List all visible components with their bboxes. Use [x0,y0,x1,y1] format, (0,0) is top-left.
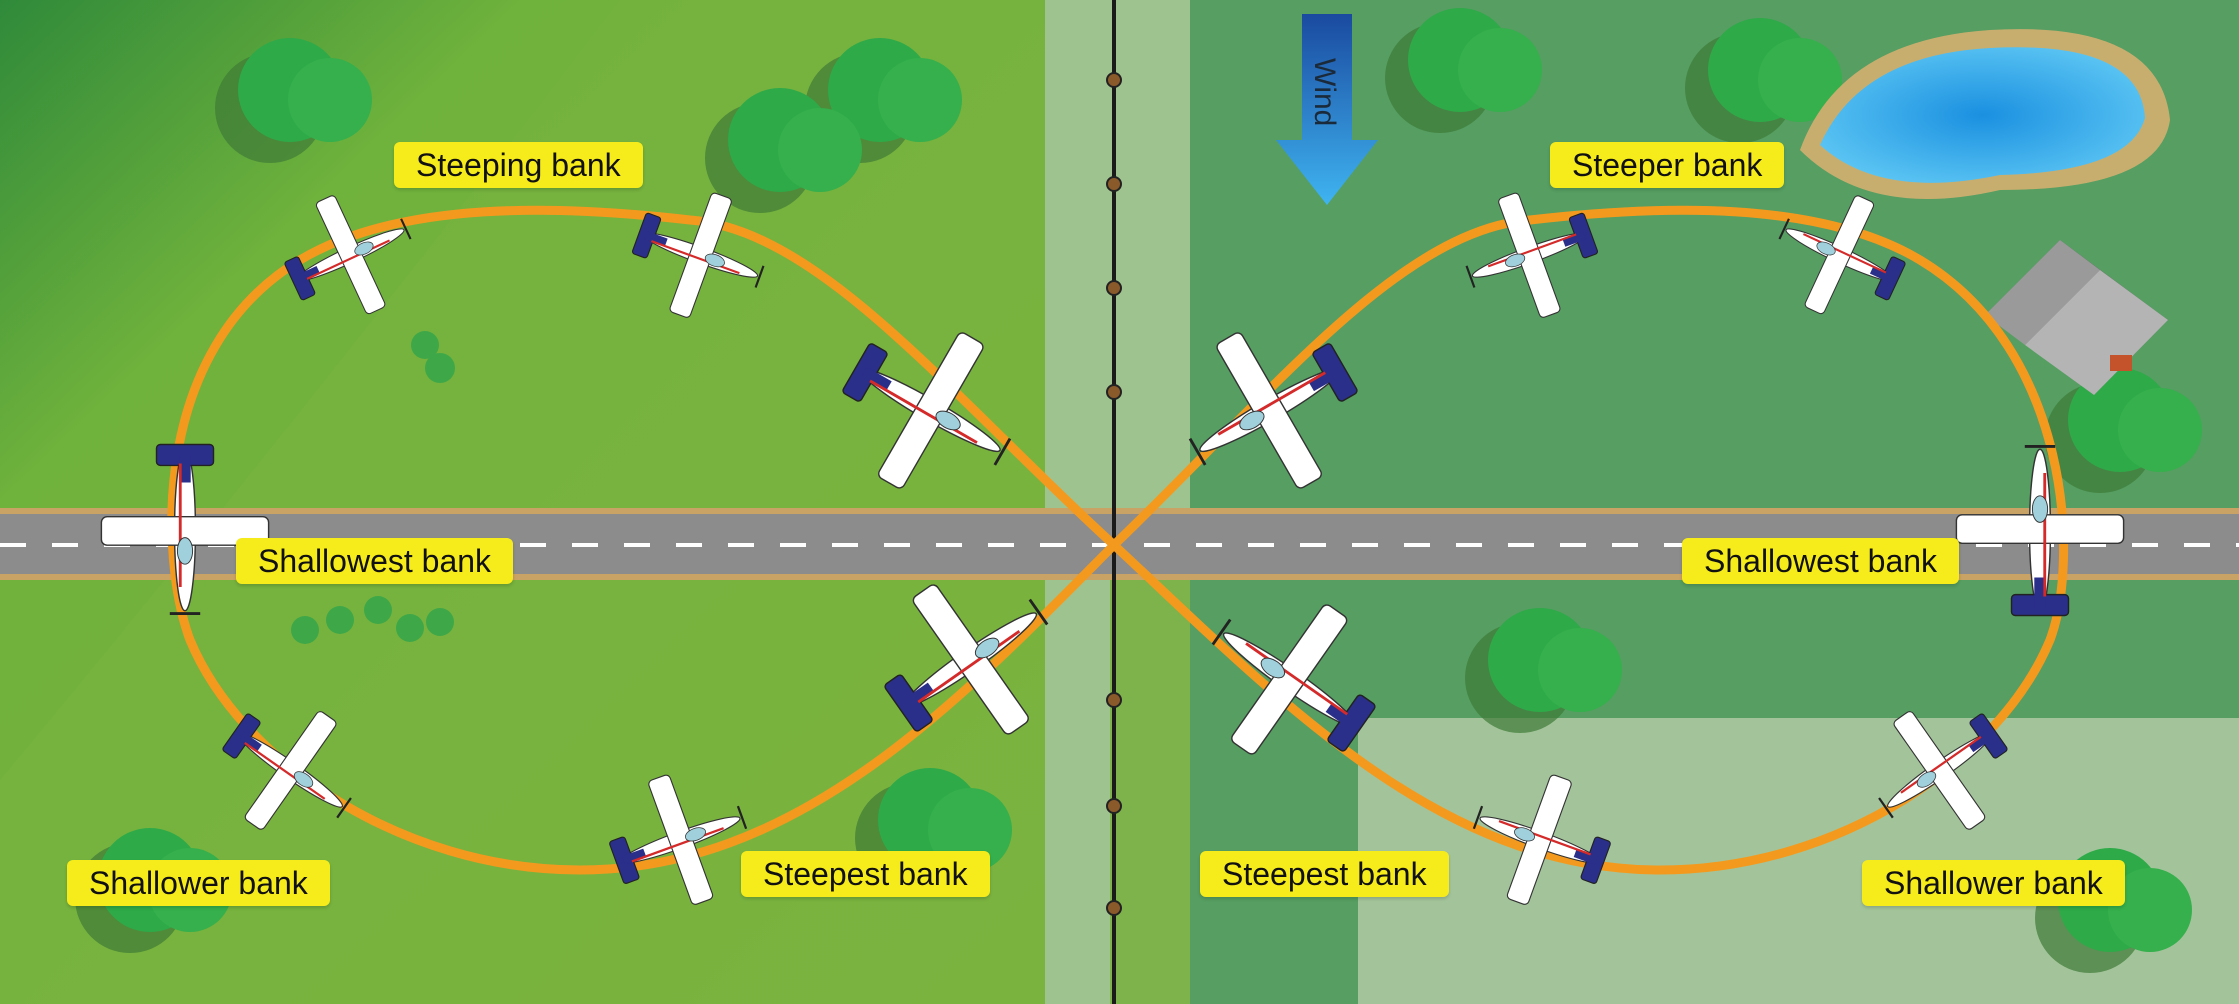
label-steeper-bank: Steeper bank [1550,142,1785,188]
label-shallower-bank-right: Shallower bank [1862,860,2125,906]
label-shallowest-bank-right: Shallowest bank [1682,538,1960,584]
house [1985,240,2168,395]
label-shallower-bank-left: Shallower bank [67,860,330,906]
reference-line [1106,0,1122,1004]
center-strip-lower [1110,560,1190,1004]
pond [1800,29,2170,199]
label-steeping-bank: Steeping bank [394,142,643,188]
shrubs [291,331,455,644]
label-steepest-bank-left: Steepest bank [741,851,990,897]
wind-label: Wind [1308,58,1341,126]
wind-arrow: Wind [1276,14,1378,205]
label-steepest-bank-right: Steepest bank [1200,851,1449,897]
label-shallowest-bank-left: Shallowest bank [236,538,514,584]
